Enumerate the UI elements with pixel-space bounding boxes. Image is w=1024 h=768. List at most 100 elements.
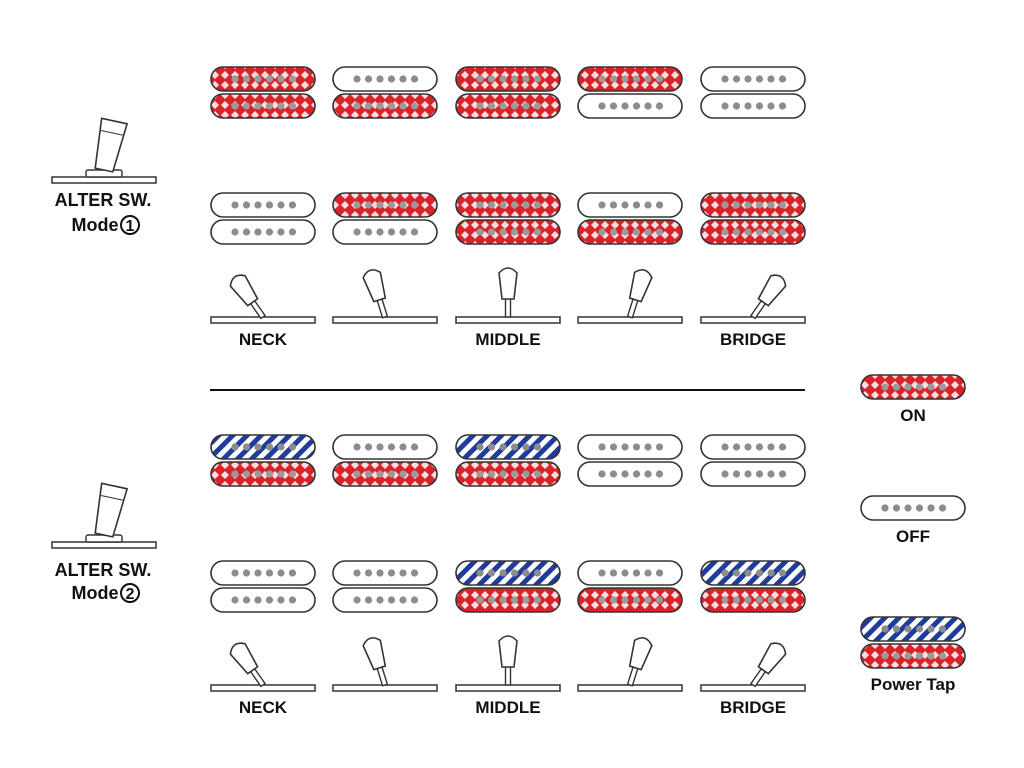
pole-piece-icon (767, 102, 775, 110)
pole-piece-icon (732, 596, 741, 604)
pole-piece-icon (767, 470, 775, 478)
pole-piece-icon (277, 596, 285, 604)
pole-piece-icon (632, 569, 641, 577)
legend-on-label: ON (900, 406, 926, 425)
pole-piece-icon (254, 102, 262, 110)
pole-piece-icon (387, 102, 396, 110)
pole-piece-icon (881, 504, 889, 512)
pole-piece-icon (767, 75, 775, 83)
pole-piece-icon (376, 102, 384, 110)
pole-piece-icon (755, 470, 764, 478)
pole-piece-icon (387, 201, 396, 209)
pole-piece-icon (410, 201, 419, 209)
coil-top (455, 66, 561, 92)
coil-top (577, 434, 683, 460)
pole-piece-icon (778, 102, 787, 110)
pole-piece-icon (410, 569, 419, 577)
alter-switch-mode1-icon (51, 117, 157, 184)
pole-piece-icon (744, 569, 752, 577)
pole-piece-icon (732, 75, 741, 83)
pole-piece-icon (621, 596, 629, 604)
pole-piece-icon (632, 75, 641, 83)
pole-piece-icon (721, 228, 729, 236)
selector-switch-icon-s2-p4 (577, 637, 683, 692)
pole-piece-icon (621, 228, 629, 236)
pole-piece-icon (376, 596, 384, 604)
pole-piece-icon (476, 201, 484, 209)
pole-piece-icon (288, 443, 297, 451)
pole-piece-icon (487, 569, 496, 577)
coil-bottom (210, 93, 316, 119)
coil-top (332, 560, 438, 586)
pole-piece-icon (410, 443, 419, 451)
pole-piece-icon (522, 596, 530, 604)
pole-piece-icon (644, 228, 652, 236)
pole-piece-icon (288, 470, 297, 478)
pole-piece-icon (364, 470, 373, 478)
pole-piece-icon (231, 443, 239, 451)
pole-piece-icon (655, 201, 664, 209)
coil-top (577, 192, 683, 218)
pole-piece-icon (755, 596, 764, 604)
pole-piece-icon (778, 470, 787, 478)
coil-bottom (332, 219, 438, 245)
pole-piece-icon (892, 625, 901, 633)
pole-piece-icon (767, 443, 775, 451)
pole-piece-icon (915, 625, 924, 633)
coil-bottom (332, 587, 438, 613)
pole-piece-icon (399, 443, 407, 451)
coil-top (332, 434, 438, 460)
coil-top (210, 560, 316, 586)
coil-bottom (332, 461, 438, 487)
pole-piece-icon (609, 102, 618, 110)
coil-bottom (700, 93, 806, 119)
pole-piece-icon (364, 102, 373, 110)
pole-piece-icon (231, 569, 239, 577)
pole-piece-icon (476, 596, 484, 604)
pole-piece-icon (364, 443, 373, 451)
coil-bottom (700, 219, 806, 245)
pole-piece-icon (755, 569, 764, 577)
pole-piece-icon (487, 75, 496, 83)
pole-piece-icon (353, 102, 361, 110)
pole-piece-icon (353, 569, 361, 577)
pole-piece-icon (387, 228, 396, 236)
humbucker-bridge-s2-p2 (332, 560, 438, 613)
pole-piece-icon (277, 569, 285, 577)
pole-piece-icon (744, 470, 752, 478)
pole-piece-icon (487, 102, 496, 110)
svg-text:2: 2 (126, 586, 135, 603)
pole-piece-icon (744, 75, 752, 83)
pole-piece-icon (881, 383, 889, 391)
pole-piece-icon (892, 383, 901, 391)
pole-piece-icon (927, 625, 935, 633)
mode1-label: Mode 1 (72, 215, 140, 235)
pole-piece-icon (644, 596, 652, 604)
selector-switch-icon-s1-p2 (332, 269, 438, 324)
pole-piece-icon (476, 443, 484, 451)
position-label-s2-p5: BRIDGE (720, 698, 786, 717)
selector-switch-icon-s1-p3 (455, 267, 561, 324)
legend-powertap-label: Power Tap (871, 675, 956, 694)
pole-piece-icon (632, 201, 641, 209)
pole-piece-icon (927, 504, 935, 512)
pole-piece-icon (476, 470, 484, 478)
coil-top (455, 560, 561, 586)
pole-piece-icon (632, 228, 641, 236)
legend-powertap-bottom-icon (860, 643, 966, 669)
pole-piece-icon (755, 75, 764, 83)
pole-piece-icon (609, 470, 618, 478)
pole-piece-icon (598, 228, 606, 236)
pole-piece-icon (265, 228, 274, 236)
pole-piece-icon (353, 443, 361, 451)
pole-piece-icon (533, 201, 542, 209)
position-label-s1-p5: BRIDGE (720, 330, 786, 349)
pole-piece-icon (242, 569, 251, 577)
pole-piece-icon (744, 102, 752, 110)
pole-piece-icon (644, 201, 652, 209)
humbucker-neck-s2-p5 (700, 434, 806, 487)
pole-piece-icon (376, 201, 384, 209)
pole-piece-icon (881, 625, 889, 633)
pole-piece-icon (767, 228, 775, 236)
coil-top (455, 434, 561, 460)
